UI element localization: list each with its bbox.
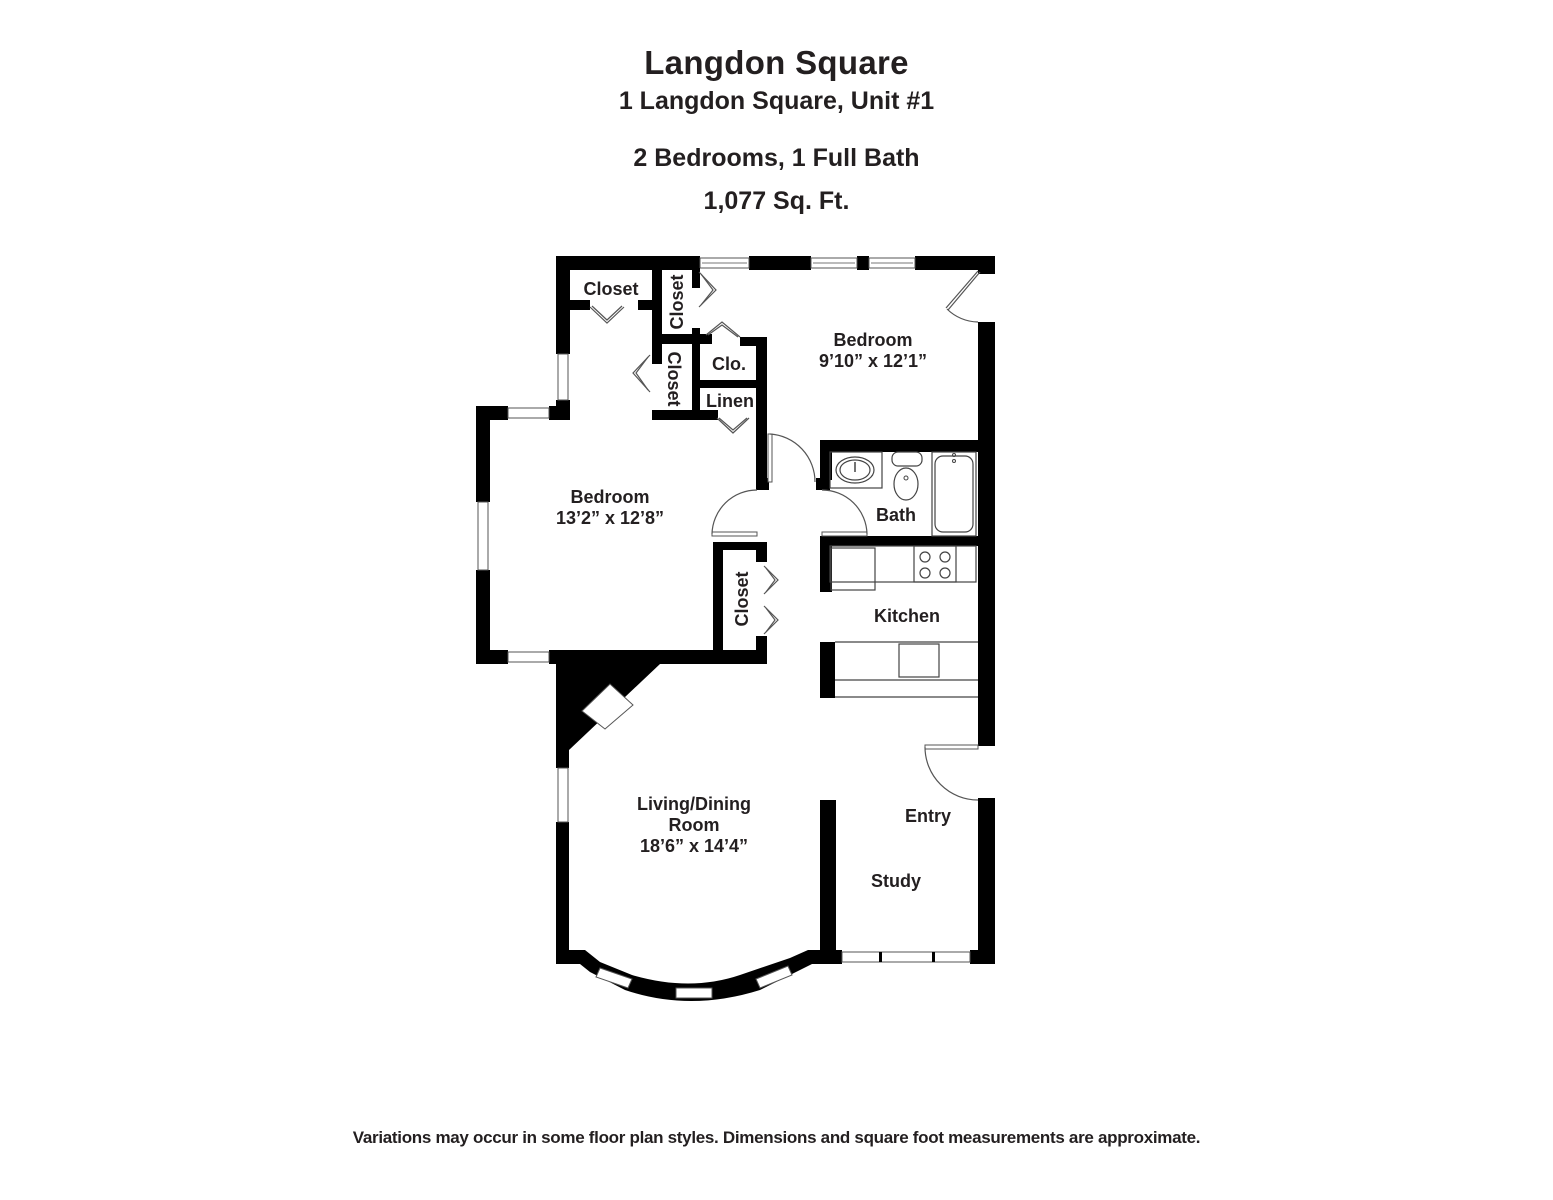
interior-walls <box>556 268 990 964</box>
bay-window-wall <box>556 950 842 1001</box>
living-dining-name-line2: Room <box>669 815 720 835</box>
bedroom-2-name: Bedroom <box>833 330 912 350</box>
unit-address: 1 Langdon Square, Unit #1 <box>618 87 935 115</box>
disclaimer-note: Variations may occur in some floor plan … <box>352 1128 1201 1147</box>
clo-label: Clo. <box>712 354 746 374</box>
bed-bath-count: 2 Bedrooms, 1 Full Bath <box>633 144 920 172</box>
square-footage: 1,077 Sq. Ft. <box>703 187 850 215</box>
bath-fixtures <box>829 451 977 537</box>
kitchen-label: Kitchen <box>874 606 940 626</box>
bedroom-1-name: Bedroom <box>570 487 649 507</box>
closet-mid-vertical-label: Closet <box>664 351 684 406</box>
living-dining-dimensions: 18’6” x 14’4” <box>640 836 748 856</box>
property-name: Langdon Square <box>644 44 909 81</box>
bath-label: Bath <box>876 505 916 525</box>
bedroom-2-dimensions: 9’10” x 12’1” <box>819 351 927 371</box>
linen-label: Linen <box>706 391 754 411</box>
living-dining-name-line1: Living/Dining <box>637 794 751 814</box>
windows <box>477 257 971 963</box>
exterior-walls <box>476 256 995 964</box>
closet-top-left-label: Closet <box>583 279 638 299</box>
closet-bedroom-1-label: Closet <box>732 571 752 626</box>
bedroom-1-dimensions: 13’2” x 12’8” <box>556 508 664 528</box>
kitchen-fixtures <box>829 545 978 698</box>
entry-label: Entry <box>905 806 951 826</box>
study-label: Study <box>871 871 921 891</box>
doors <box>589 270 981 801</box>
closet-top-vertical-label: Closet <box>667 274 687 329</box>
